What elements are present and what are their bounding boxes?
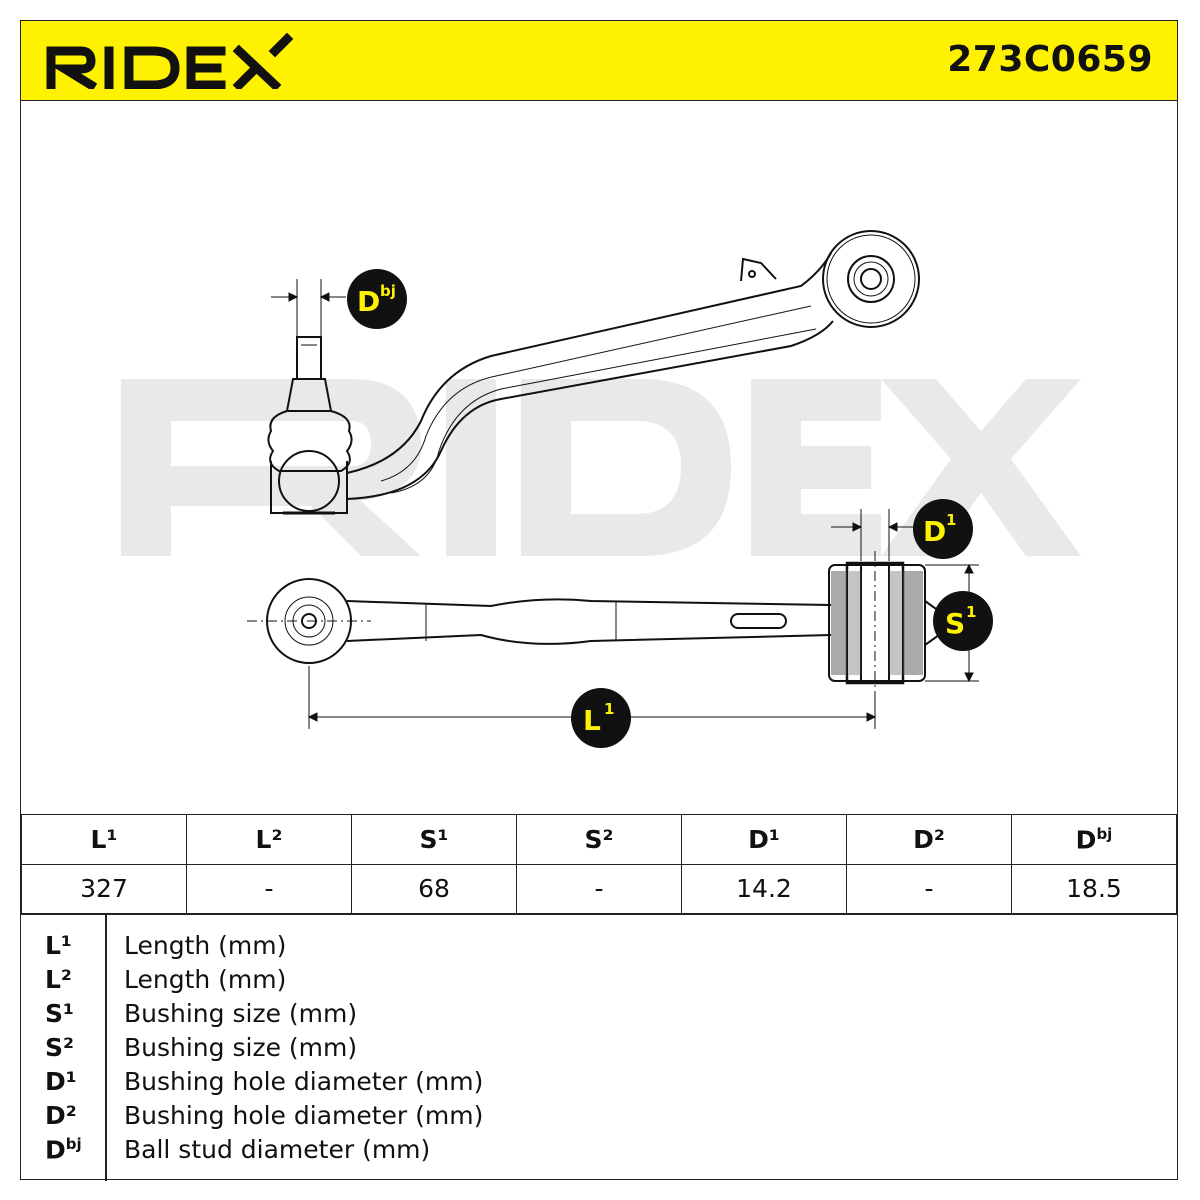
- legend-item: D² Bushing hole diameter (mm): [21, 1101, 1177, 1135]
- part-number: 273C0659: [947, 39, 1153, 80]
- legend-description: Length (mm): [124, 931, 287, 960]
- dbj-badge-main: D: [357, 285, 380, 318]
- table-value-cell: 68: [351, 863, 517, 914]
- s1-dimension: [925, 563, 979, 683]
- table-header-cell: D²: [846, 814, 1012, 865]
- legend-symbol: D²: [45, 1101, 77, 1130]
- control-arm-top-view: [267, 230, 920, 515]
- d1-badge-sup: 1: [946, 511, 956, 529]
- legend-symbol: Dbj: [45, 1135, 82, 1165]
- l1-badge: L 1: [571, 688, 631, 748]
- d1-badge-main: D: [923, 515, 946, 548]
- dbj-badge: D bj: [347, 269, 407, 329]
- legend-item: Dbj Ball stud diameter (mm): [21, 1135, 1177, 1169]
- legend-description: Bushing hole diameter (mm): [124, 1101, 484, 1130]
- s1-badge-sup: 1: [966, 603, 976, 621]
- d1-dimension: [831, 509, 916, 561]
- legend-symbol: D¹: [45, 1067, 77, 1096]
- table-value-row: 327 - 68 - 14.2 - 18.5: [21, 863, 1177, 914]
- legend-symbol: S¹: [45, 999, 74, 1028]
- table-header-cell: L²: [186, 814, 352, 865]
- table-value-cell: 18.5: [1011, 863, 1177, 914]
- legend-symbol: L²: [45, 965, 72, 994]
- l1-badge-main: L: [583, 704, 601, 737]
- legend-item: S¹ Bushing size (mm): [21, 999, 1177, 1033]
- table-header-cell: Dbj: [1011, 814, 1177, 865]
- legend-item: D¹ Bushing hole diameter (mm): [21, 1067, 1177, 1101]
- legend-symbol: S²: [45, 1033, 74, 1062]
- bushing-texture: [831, 571, 923, 675]
- legend-description: Bushing size (mm): [124, 1033, 358, 1062]
- table-value-cell: 327: [21, 863, 187, 914]
- legend-symbol: L¹: [45, 931, 72, 960]
- legend-item: L² Length (mm): [21, 965, 1177, 999]
- legend-description: Bushing size (mm): [124, 999, 358, 1028]
- legend-item: L¹ Length (mm): [21, 931, 1177, 965]
- table-header-cell: S²: [516, 814, 682, 865]
- legend-description: Length (mm): [124, 965, 287, 994]
- s1-badge: S 1: [933, 591, 993, 651]
- table-header-cell: L¹: [21, 814, 187, 865]
- table-header-row: L¹ L² S¹ S² D¹ D² Dbj: [21, 814, 1177, 865]
- dbj-dimension: [271, 279, 346, 337]
- legend-description: Bushing hole diameter (mm): [124, 1067, 484, 1096]
- legend-divider: [105, 915, 107, 1181]
- header-bar: 273C0659: [21, 21, 1177, 101]
- legend: L¹ Length (mm) L² Length (mm) S¹ Bushing…: [21, 914, 1177, 1181]
- table-value-cell: -: [186, 863, 352, 914]
- legend-item: S² Bushing size (mm): [21, 1033, 1177, 1067]
- dbj-badge-sup: bj: [380, 282, 396, 300]
- table-value-cell: 14.2: [681, 863, 847, 914]
- table-header-cell: D¹: [681, 814, 847, 865]
- legend-description: Ball stud diameter (mm): [124, 1135, 431, 1164]
- ridex-logo: [43, 32, 294, 93]
- datasheet-frame: 273C0659: [20, 20, 1178, 1181]
- specification-table: L¹ L² S¹ S² D¹ D² Dbj 327 - 68 - 14.2 - …: [21, 814, 1177, 914]
- l1-badge-sup: 1: [604, 700, 614, 718]
- technical-drawing: D bj: [21, 101, 1177, 814]
- d1-badge: D 1: [913, 499, 973, 559]
- s1-badge-main: S: [945, 607, 965, 640]
- table-header-cell: S¹: [351, 814, 517, 865]
- table-value-cell: -: [516, 863, 682, 914]
- table-value-cell: -: [846, 863, 1012, 914]
